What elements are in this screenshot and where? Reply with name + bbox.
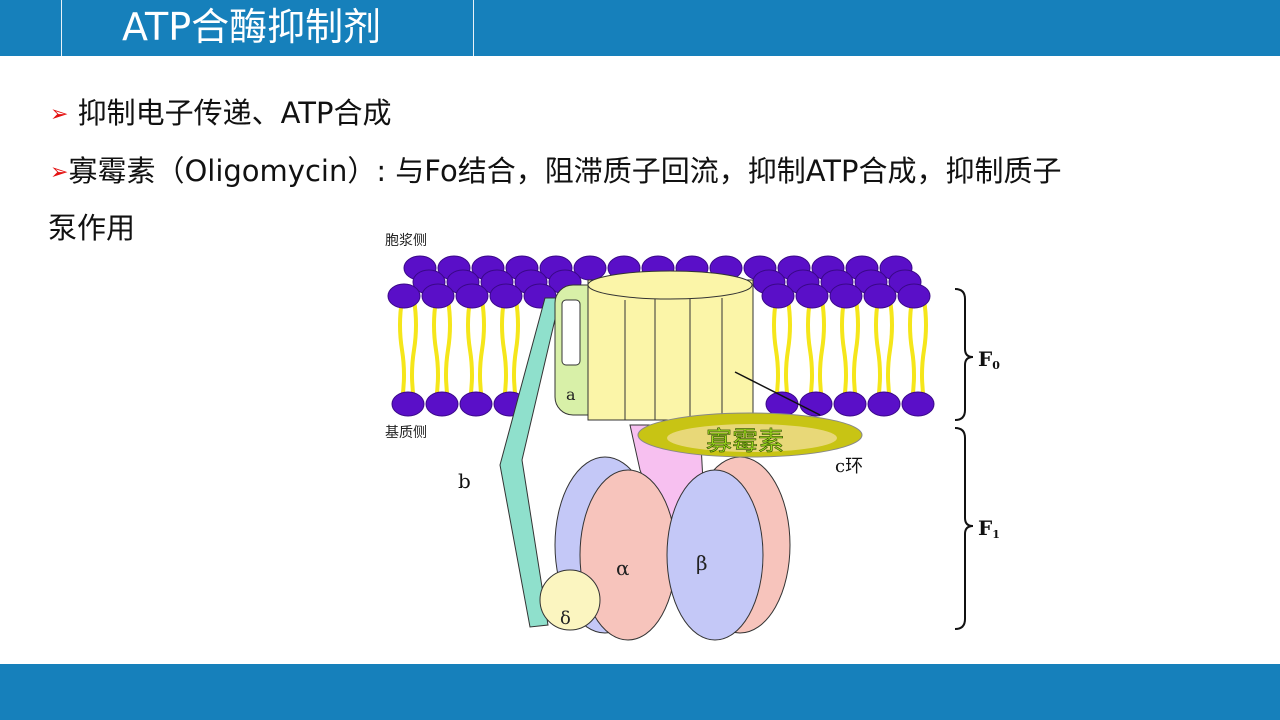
c-ring (587, 270, 821, 421)
bullet-1: ➢ 抑制电子传递、ATP合成 (50, 93, 391, 135)
subunit-b-label: b (458, 469, 471, 493)
lipid-tail (398, 299, 406, 401)
delta-label: δ (560, 608, 571, 629)
a-helix (561, 299, 581, 366)
f0-label: F0 (978, 347, 1000, 372)
oligomycin-label: 寡霉素 (706, 427, 784, 457)
lipid-bilayer (387, 255, 935, 417)
bullet-text: 抑制电子传递、ATP合成 (77, 96, 392, 130)
lipid-tail (818, 299, 826, 401)
footer-bar (0, 664, 1280, 720)
lipid-head (421, 283, 455, 309)
beta-label: β (696, 551, 708, 575)
arrow-bullet-icon: ➢ (50, 160, 69, 185)
oligomycin-disc (667, 424, 837, 452)
lipid-head (425, 391, 459, 417)
lipid-head (833, 391, 867, 417)
lipid-tail (852, 299, 860, 401)
lipid-head (863, 283, 897, 309)
lipid-head (829, 283, 863, 309)
lipid-tail (466, 299, 474, 401)
lipid-tail (410, 299, 418, 401)
title-divider (473, 0, 474, 56)
alpha-label: α (616, 556, 630, 580)
bullet-2: ➢寡霉素（Oligomycin）: 与Fo结合，阻滞质子回流，抑制ATP合成，抑… (50, 151, 1062, 193)
lipid-head (455, 283, 489, 309)
lipid-tail (444, 299, 452, 401)
lipid-tail (874, 299, 882, 401)
lipid-head (489, 283, 523, 309)
lipid-tail (908, 299, 916, 401)
delta-subunit (539, 569, 601, 631)
matrix-side-label: 基质侧 (385, 424, 427, 441)
lipid-tail (784, 299, 792, 401)
lipid-head (897, 283, 931, 309)
lipid-tail (432, 299, 440, 401)
lipid-head (387, 283, 421, 309)
lipid-tail (478, 299, 486, 401)
beta-subunit (666, 469, 764, 641)
lipid-head (761, 283, 795, 309)
bullet-text: 寡霉素（Oligomycin）: 与Fo结合，阻滞质子回流，抑制ATP合成，抑制… (68, 154, 1062, 188)
cytoplasm-side-label: 胞浆侧 (385, 233, 427, 249)
bullet-2-continuation: 泵作用 (48, 211, 136, 245)
lipid-head (901, 391, 935, 417)
lipid-tail (512, 299, 520, 401)
title-bar (0, 0, 1280, 56)
lipid-head (795, 283, 829, 309)
c-ring-label: c环 (835, 456, 863, 477)
title-divider (61, 0, 62, 56)
arrow-bullet-icon: ➢ (50, 102, 69, 127)
lipid-head (799, 391, 833, 417)
f1-label: F1 (978, 516, 1000, 541)
lipid-tail (806, 299, 814, 401)
lipid-head (391, 391, 425, 417)
lipid-tail (840, 299, 848, 401)
lipid-tail (772, 299, 780, 401)
lipid-head (459, 391, 493, 417)
lipid-tail (920, 299, 928, 401)
f1-bracket (954, 427, 974, 630)
f0-bracket (954, 288, 974, 421)
lipid-tail (886, 299, 894, 401)
lipid-head (867, 391, 901, 417)
subunit-a-label: a (566, 385, 576, 404)
lipid-tail (500, 299, 508, 401)
slide-title: ATP合酶抑制剂 (122, 5, 382, 49)
